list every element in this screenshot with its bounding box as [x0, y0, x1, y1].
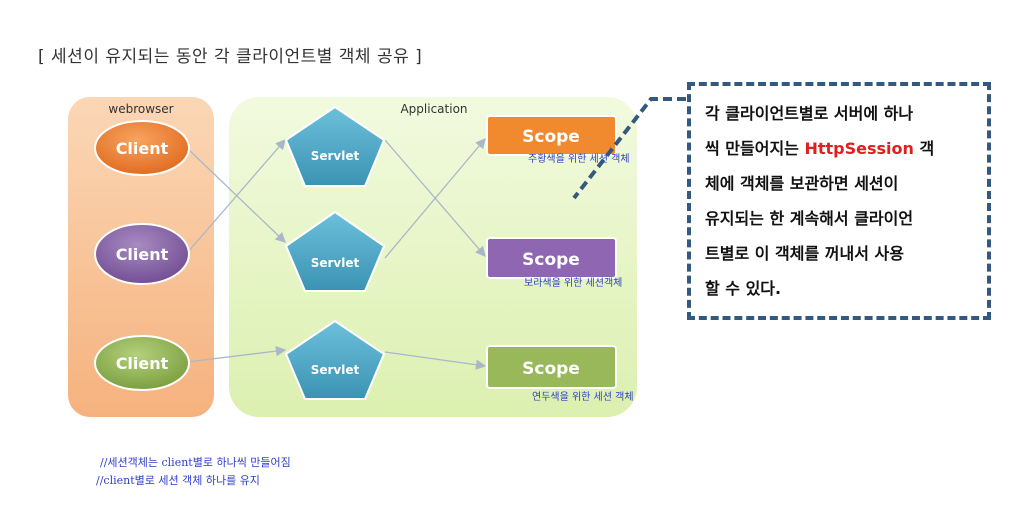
servlet-label: Servlet: [311, 256, 360, 270]
client-label: Client: [116, 354, 169, 373]
servlet-label: Servlet: [311, 149, 360, 163]
callout-line: 트별로 이 객체를 꺼내서 사용: [705, 244, 904, 263]
scope-green: Scope: [486, 345, 617, 389]
callout-line: 체에 객체를 보관하면 세션이: [705, 174, 899, 193]
callout-text: 씩 만들어지는: [705, 139, 805, 158]
servlet-3: Servlet: [284, 319, 386, 400]
browser-label: webrowser: [108, 102, 173, 116]
callout-line: 씩 만들어지는 HttpSession 객: [705, 131, 975, 166]
scope-orange: Scope: [486, 115, 617, 156]
callout-pointer: [572, 97, 686, 200]
client-purple: Client: [94, 223, 190, 285]
application-label: Application: [400, 102, 467, 116]
servlet-label: Servlet: [311, 363, 360, 377]
client-orange: Client: [94, 120, 190, 176]
callout-box: 각 클라이언트별로 서버에 하나 씩 만들어지는 HttpSession 객 체…: [687, 82, 991, 320]
scope-label: Scope: [522, 250, 580, 270]
code-comment-2: //client별로 세션 객체 하나를 유지: [96, 474, 260, 487]
scope-caption-orange: 주황색을 위한 세션 객체: [528, 154, 630, 165]
client-label: Client: [116, 139, 169, 158]
httpsession-highlight: HttpSession: [804, 139, 914, 158]
callout-text: 객: [913, 139, 935, 158]
code-comment-1: //세션객체는 client별로 하나씩 만들어짐: [100, 456, 291, 469]
scope-caption-purple: 보라색을 위한 세션객체: [524, 278, 623, 289]
scope-caption-green: 연두색을 위한 세션 객체: [532, 392, 634, 403]
client-green: Client: [94, 335, 190, 391]
scope-purple: Scope: [486, 237, 617, 279]
servlet-2: Servlet: [284, 210, 386, 292]
connectors: [186, 138, 487, 370]
callout-line: 유지되는 한 계속해서 클라이언: [705, 209, 914, 228]
client-label: Client: [116, 245, 169, 264]
servlet-1: Servlet: [284, 105, 386, 187]
callout-line: 할 수 있다.: [705, 279, 782, 298]
scope-label: Scope: [522, 359, 580, 379]
scope-label: Scope: [522, 127, 580, 147]
callout-line: 각 클라이언트별로 서버에 하나: [705, 104, 914, 123]
page-heading: [ 세션이 유지되는 동안 각 클라이언트별 객체 공유 ]: [38, 47, 423, 67]
